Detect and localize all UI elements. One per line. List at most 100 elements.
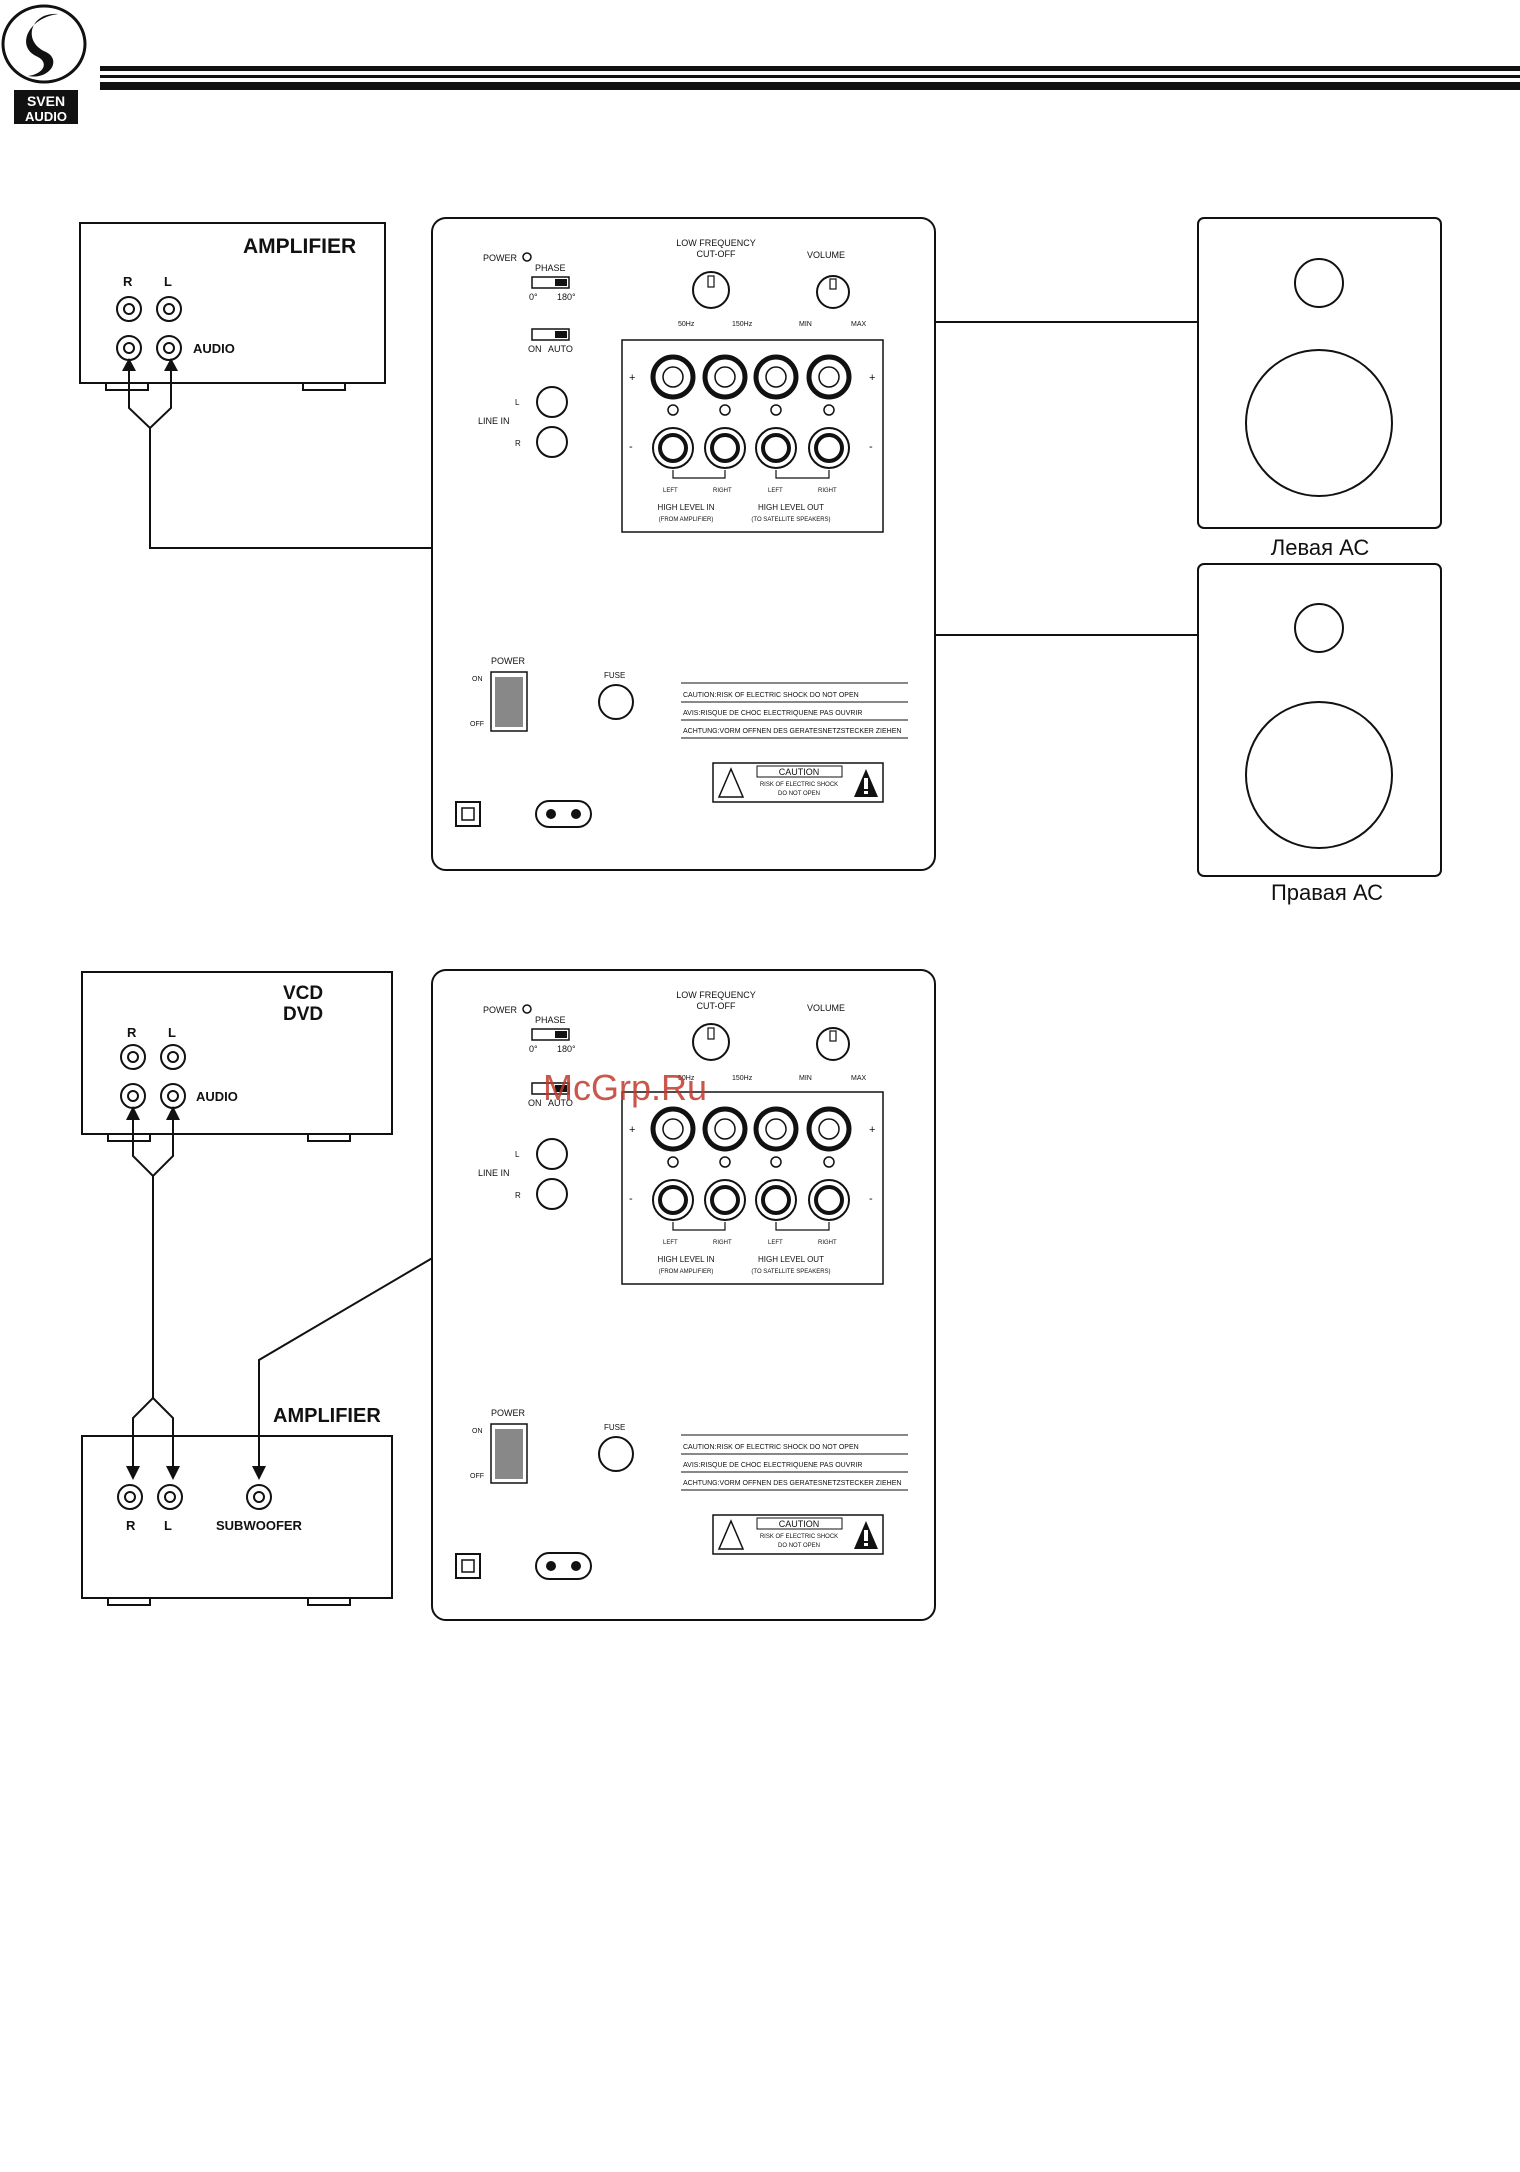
line-in-label: LINE IN	[478, 1168, 510, 1178]
subwoofer-panel-2: POWER PHASE 0° 180° ON AUTO LOW FREQUENC…	[431, 969, 936, 1621]
phase-0-label: 0°	[529, 1044, 538, 1054]
amplifier-title: AMPLIFIER	[243, 235, 356, 258]
logo-line2: AUDIO	[25, 109, 67, 124]
hl-in-label: HIGH LEVEL IN	[657, 503, 714, 512]
auto-switch	[531, 328, 570, 341]
caution-label: CAUTION RISK OF ELECTRIC SHOCK DO NOT OP…	[712, 762, 884, 803]
warning-text: AVIS:RISQUE DE CHOC ELECTRIQUENE PAS OUV…	[683, 710, 862, 717]
line-r: R	[515, 1191, 521, 1200]
lf-label: LOW FREQUENCY	[676, 238, 756, 248]
caution-text: CAUTION	[779, 1519, 820, 1529]
fuse-holder	[598, 684, 634, 720]
power-inlet	[535, 1552, 592, 1580]
volume-label: VOLUME	[807, 250, 845, 260]
lf-min: 50Hz	[678, 321, 695, 328]
caution-text-2: RISK OF ELECTRIC SHOCK	[760, 1534, 838, 1540]
watermark: McGrp.Ru	[543, 1067, 707, 1108]
ground-icon	[455, 801, 481, 827]
right-label: RIGHT	[818, 1240, 837, 1246]
right-label: RIGHT	[713, 488, 732, 494]
fuse-label: FUSE	[604, 671, 625, 680]
caution-label: CAUTION RISK OF ELECTRIC SHOCK DO NOT OP…	[712, 1514, 884, 1555]
phase-0-label: 0°	[529, 292, 538, 302]
subwoofer-panel: POWER PHASE 0° 180° ON AUTO LOW FREQUENC…	[431, 217, 936, 871]
sw-on: ON	[472, 676, 483, 683]
caution-text-2: RISK OF ELECTRIC SHOCK	[760, 782, 838, 788]
caution-text: CAUTION	[779, 767, 820, 777]
diagram-1: AMPLIFIER R L AUDIO	[79, 217, 1442, 905]
minus-label: -	[629, 441, 633, 453]
label-r: R	[123, 274, 133, 289]
hl-out-label: HIGH LEVEL OUT	[758, 503, 824, 512]
plus-label: +	[629, 1124, 635, 1136]
vol-min: MIN	[799, 1075, 812, 1082]
amplifier-box: AMPLIFIER R L AUDIO	[79, 222, 386, 391]
warning-text: ACHTUNG:VORM OFFNEN DES GERATESNETZSTECK…	[683, 1480, 901, 1487]
phase-label: PHASE	[535, 1015, 566, 1025]
sw-on: ON	[472, 1428, 483, 1435]
right-label: RIGHT	[818, 488, 837, 494]
power-switch-label: POWER	[491, 1408, 526, 1418]
power-led	[522, 1004, 532, 1014]
phase-switch	[531, 276, 570, 289]
lf-max: 150Hz	[732, 321, 753, 328]
left-label: LEFT	[768, 1240, 783, 1246]
caution-text-3: DO NOT OPEN	[778, 1543, 820, 1549]
phase-switch	[531, 1028, 570, 1041]
phase-label: PHASE	[535, 263, 566, 273]
label-audio: AUDIO	[193, 341, 235, 356]
minus-label: -	[869, 1193, 873, 1205]
terminals-bottom	[652, 427, 850, 469]
terminals-top	[650, 1106, 852, 1152]
source-title-1: VCD	[283, 983, 323, 1004]
lf-label-2: CUT-OFF	[697, 249, 736, 259]
power-inlet	[535, 800, 592, 828]
on-label: ON	[528, 344, 542, 354]
logo-line1: SVEN	[27, 93, 65, 109]
speaker-right-caption: Правая АС	[1271, 880, 1383, 905]
lf-knob	[692, 1023, 730, 1061]
power-led-label: POWER	[483, 253, 518, 263]
terminals-top	[650, 354, 852, 400]
line-in-jack	[536, 1138, 568, 1170]
lf-label: LOW FREQUENCY	[676, 990, 756, 1000]
hl-out-sub: (TO SATELLITE SPEAKERS)	[751, 517, 830, 523]
volume-label: VOLUME	[807, 1003, 845, 1013]
hl-in-sub: (FROM AMPLIFIER)	[659, 1269, 714, 1275]
line-r: R	[515, 439, 521, 448]
plus-label: +	[869, 1124, 875, 1136]
lf-min: 50Hz	[678, 1075, 695, 1082]
plus-label: +	[629, 372, 635, 384]
fuse-holder	[598, 1436, 634, 1472]
line-in-jack	[536, 1178, 568, 1210]
label-audio: AUDIO	[196, 1089, 238, 1104]
vol-min: MIN	[799, 321, 812, 328]
on-label: ON	[528, 1098, 542, 1108]
hl-in-sub: (FROM AMPLIFIER)	[659, 517, 714, 523]
left-label: LEFT	[768, 488, 783, 494]
auto-label: AUTO	[548, 344, 573, 354]
vol-max: MAX	[851, 321, 867, 328]
lf-label-2: CUT-OFF	[697, 1001, 736, 1011]
hl-out-sub: (TO SATELLITE SPEAKERS)	[751, 1269, 830, 1275]
left-label: LEFT	[663, 1240, 678, 1246]
amplifier-2-box: AMPLIFIER R L SUBWOOFER	[81, 1405, 393, 1606]
power-led	[522, 252, 532, 262]
lf-max: 150Hz	[732, 1075, 753, 1082]
lf-knob	[692, 271, 730, 309]
label-l: L	[164, 274, 172, 289]
auto-switch	[531, 1082, 570, 1095]
line-in-label: LINE IN	[478, 416, 510, 426]
line-in-jack	[536, 426, 568, 458]
label-r: R	[126, 1518, 136, 1533]
speaker-left-caption: Левая АС	[1271, 535, 1370, 560]
sven-audio-logo: SVEN AUDIO	[1, 4, 87, 124]
vol-max: MAX	[851, 1075, 867, 1082]
speaker-left: Левая АС	[1197, 217, 1442, 560]
vcd-dvd-box: VCD DVD R L AUDIO	[81, 971, 393, 1142]
header-rule	[100, 82, 1520, 90]
line-l: L	[515, 398, 520, 407]
power-led-label: POWER	[483, 1005, 518, 1015]
auto-label: AUTO	[548, 1098, 573, 1108]
amplifier-2-title: AMPLIFIER	[273, 1405, 381, 1427]
